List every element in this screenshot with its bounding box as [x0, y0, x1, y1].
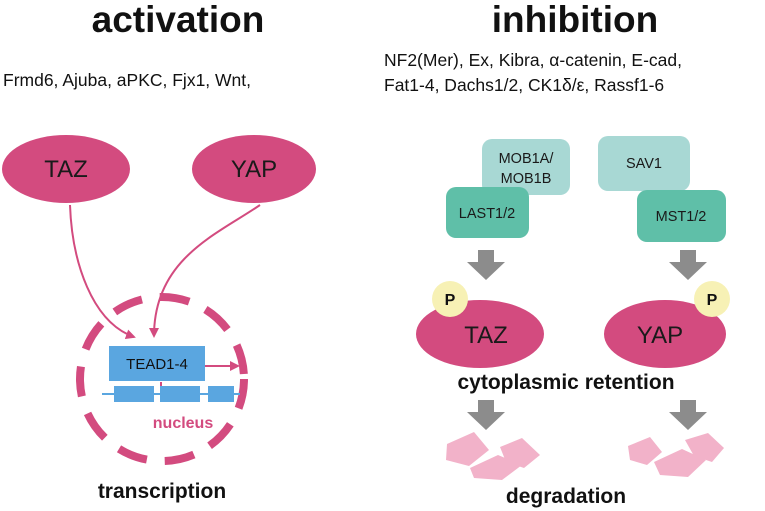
taz-label: TAZ [44, 156, 88, 183]
taz-to-tead-arrow [69, 204, 136, 340]
fragment [500, 438, 540, 468]
fragment [654, 449, 706, 477]
inhibitors-list-line1: NF2(Mer), Ex, Kibra, α-catenin, E-cad, [384, 50, 682, 70]
transcription-label: transcription [98, 480, 226, 503]
p-taz-label: TAZ [464, 322, 508, 349]
tead-label: TEAD1-4 [126, 356, 188, 373]
dna-segment [208, 386, 234, 402]
p-taz-ellipse [416, 300, 544, 368]
p-yap-ellipse [604, 300, 726, 368]
dna-segment [160, 386, 200, 402]
activation-heading: activation [92, 0, 265, 40]
sav-label: SAV1 [626, 156, 662, 172]
mst-label: MST1/2 [656, 209, 707, 225]
yap-ellipse [192, 135, 316, 203]
degraded-yap-fragments [628, 433, 724, 477]
activation-panel: TAZ YAP TEAD1-4 nucleus transcription [2, 135, 316, 503]
phosphorylation-arrow-yap [669, 250, 707, 280]
degradation-label: degradation [506, 485, 626, 508]
inhibition-panel: MOB1A/ MOB1B LAST1/2 SAV1 MST1/2 TAZ P Y… [416, 136, 730, 508]
fragment [446, 432, 489, 466]
p-yap-label: YAP [637, 322, 683, 349]
degraded-taz-fragments [446, 432, 540, 480]
phospho-badge-yap [694, 281, 730, 317]
sav-box [598, 136, 690, 191]
mst-box [637, 190, 726, 242]
last-box [446, 187, 529, 238]
nucleus-label: nucleus [153, 415, 214, 432]
dna-segment [114, 386, 154, 402]
nucleus-circle [76, 293, 248, 465]
yap-to-tead-arrow [149, 204, 261, 338]
activators-list: Frmd6, Ajuba, aPKC, Fjx1, Wnt, [3, 70, 251, 90]
inhibitors-list-line2: Fat1-4, Dachs1/2, CK1δ/ε, Rassf1-6 [384, 75, 664, 95]
tead-box [109, 346, 205, 381]
phospho-label-taz: P [445, 292, 456, 309]
fragment [685, 433, 724, 462]
mob-label-line2: MOB1B [501, 171, 552, 187]
degradation-arrow-taz [467, 400, 505, 430]
taz-ellipse [2, 135, 130, 203]
cytoplasmic-retention-label: cytoplasmic retention [457, 371, 674, 394]
degradation-arrow-yap [669, 400, 707, 430]
mob-box [482, 139, 570, 195]
mob-label-line1: MOB1A/ [499, 151, 555, 167]
yap-label: YAP [231, 156, 277, 183]
fragment [628, 437, 662, 465]
phosphorylation-arrow-taz [467, 250, 505, 280]
phospho-label-yap: P [707, 292, 718, 309]
inhibition-heading: inhibition [492, 0, 658, 40]
last-label: LAST1/2 [459, 206, 515, 222]
phospho-badge-taz [432, 281, 468, 317]
